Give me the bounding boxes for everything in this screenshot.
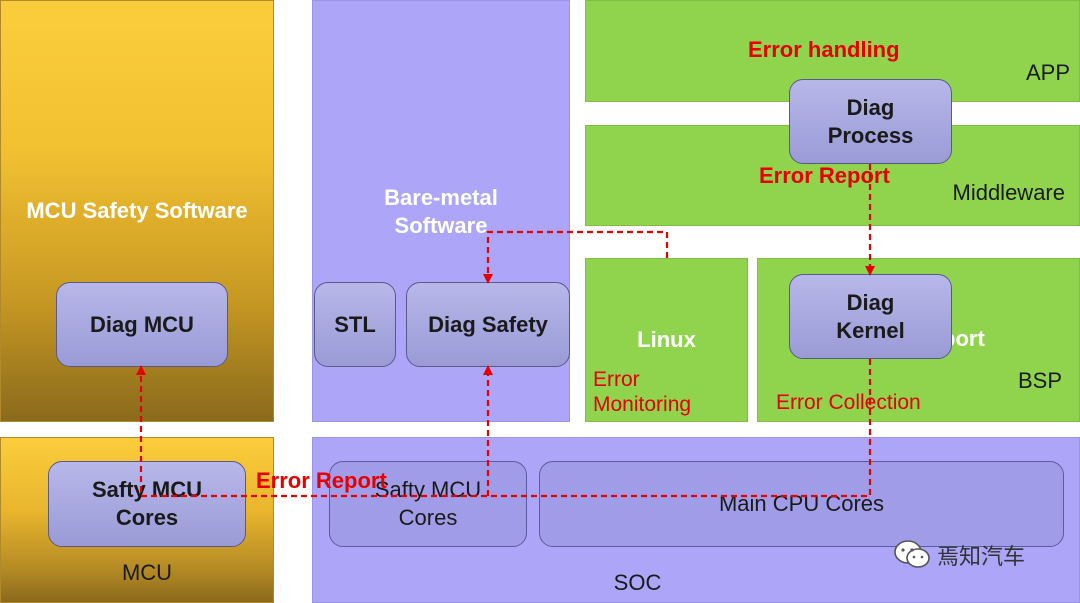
error-collection-label: Error Collection	[776, 391, 921, 414]
safty-mcu-cores-left-box: Safty MCU Cores	[48, 461, 246, 547]
soc-label: SOC	[613, 570, 662, 595]
mcu-label: MCU	[121, 560, 173, 585]
watermark-text: 焉知汽车	[937, 545, 1026, 570]
safty-mcu-cores-soc-box: Safty MCU Cores	[329, 461, 527, 547]
diag-safety-box: Diag Safety	[406, 282, 570, 367]
diag-process-box: Diag Process	[789, 79, 952, 164]
bsp-label: BSP	[1017, 368, 1062, 393]
stl-box: STL	[314, 282, 396, 367]
watermark: 焉知汽车	[893, 536, 1063, 574]
linux-label: Linux	[637, 327, 696, 352]
error-report-bottom-label: Error Report	[256, 468, 387, 493]
diag-mcu-box: Diag MCU	[56, 282, 228, 367]
error-report-top-label: Error Report	[759, 163, 890, 188]
app-label: APP	[1025, 60, 1070, 85]
diag-kernel-box: Diag Kernel	[789, 274, 952, 359]
mcu-safety-software-label: MCU Safety Software	[26, 198, 248, 223]
linux-to-diag-safety-arrow	[483, 230, 669, 284]
wechat-icon	[893, 539, 931, 571]
bare-metal-software-label: Bare-metal Software	[384, 185, 498, 238]
error-monitoring-label: Error Monitoring	[593, 368, 692, 416]
error-handling-label: Error handling	[748, 37, 900, 62]
kernel-to-cores-arrow	[136, 359, 872, 498]
middleware-label: Middleware	[952, 180, 1066, 205]
linux-layer	[585, 258, 748, 422]
